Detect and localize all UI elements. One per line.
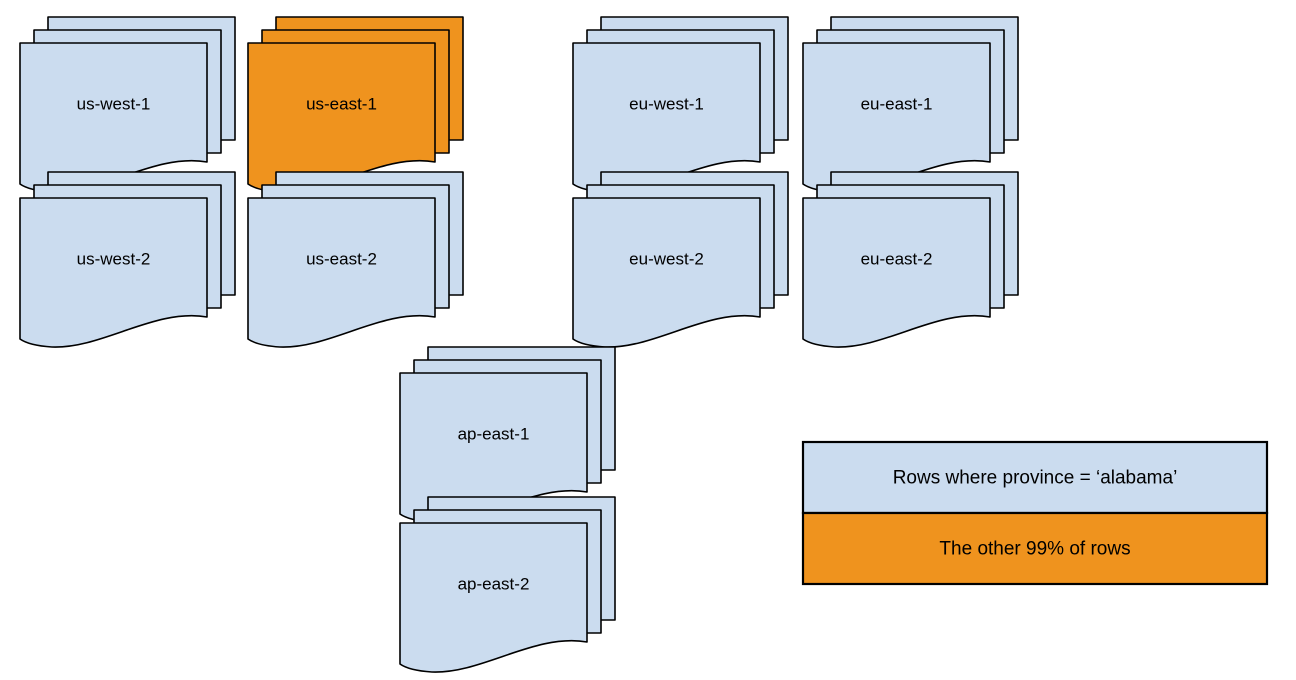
stacks-layer: us-west-1 us-east-1 eu-west-1 eu-east-1 us-w…	[19, 16, 1019, 673]
stack-label-us-east-1: us-east-1	[306, 94, 377, 113]
stack-label-us-west-1: us-west-1	[77, 94, 151, 113]
document-stack-ap-east-1[interactable]: ap-east-1	[399, 346, 616, 523]
document-stack-ap-east-2[interactable]: ap-east-2	[399, 496, 616, 673]
legend-row-legend-rows-alabama: Rows where province = ‘alabama’	[801, 440, 1269, 515]
stack-sheet-front	[802, 197, 991, 348]
stack-sheet-front	[247, 42, 436, 193]
document-stack-eu-east-1[interactable]: eu-east-1	[802, 16, 1019, 193]
stack-sheet-front	[19, 197, 208, 348]
stack-sheet-front	[572, 197, 761, 348]
document-stack-eu-west-1[interactable]: eu-west-1	[572, 16, 789, 193]
stack-label-us-west-2: us-west-2	[77, 249, 151, 268]
legend-label-legend-rows-alabama: Rows where province = ‘alabama’	[893, 468, 1178, 489]
legend-layer: Rows where province = ‘alabama’ The other…	[801, 440, 1269, 586]
legend-swatch-legend-rows-alabama	[801, 440, 1269, 515]
legend-swatch-legend-other-rows	[801, 511, 1269, 586]
stack-sheet-front	[802, 42, 991, 193]
stack-label-ap-east-2: ap-east-2	[458, 574, 530, 593]
stack-label-ap-east-1: ap-east-1	[458, 424, 530, 443]
document-stack-us-east-2[interactable]: us-east-2	[247, 171, 464, 348]
document-stack-eu-east-2[interactable]: eu-east-2	[802, 171, 1019, 348]
legend-row-legend-other-rows: The other 99% of rows	[801, 511, 1269, 586]
stack-label-us-east-2: us-east-2	[306, 249, 377, 268]
document-stack-us-west-1[interactable]: us-west-1	[19, 16, 236, 193]
stack-label-eu-west-2: eu-west-2	[629, 249, 704, 268]
stack-sheet-front	[399, 522, 588, 673]
stack-sheet-front	[247, 197, 436, 348]
stack-label-eu-east-1: eu-east-1	[861, 94, 933, 113]
stack-sheet-front	[572, 42, 761, 193]
stack-label-eu-west-1: eu-west-1	[629, 94, 704, 113]
stack-label-eu-east-2: eu-east-2	[861, 249, 933, 268]
document-stack-us-west-2[interactable]: us-west-2	[19, 171, 236, 348]
legend-label-legend-other-rows: The other 99% of rows	[939, 539, 1130, 560]
stack-sheet-front	[19, 42, 208, 193]
document-stack-eu-west-2[interactable]: eu-west-2	[572, 171, 789, 348]
document-stack-us-east-1[interactable]: us-east-1	[247, 16, 464, 193]
